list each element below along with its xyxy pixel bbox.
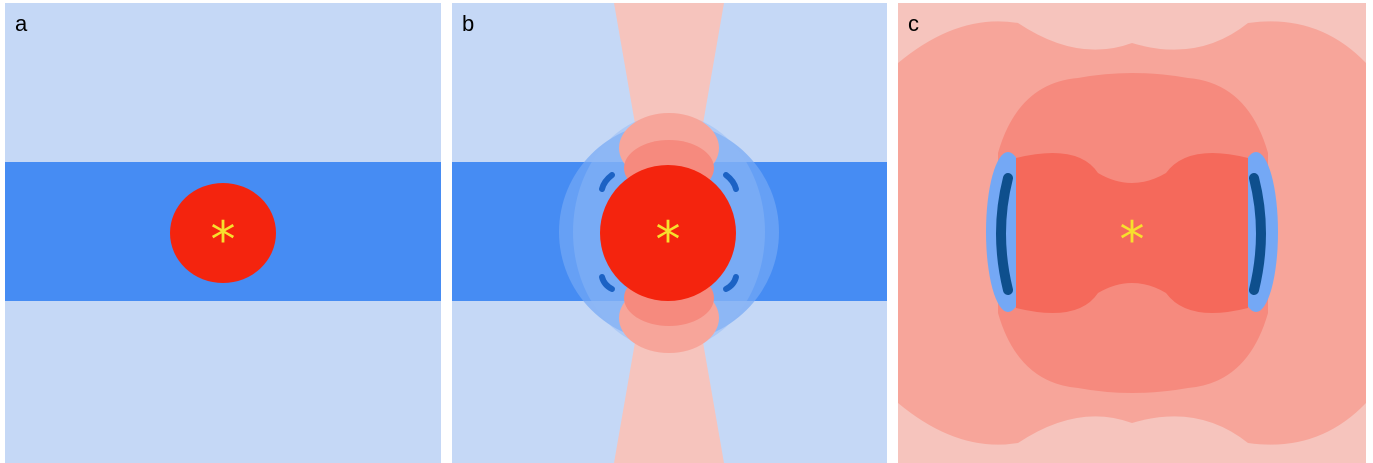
source-star-marker: * [656,211,681,269]
contour-inner [1016,153,1248,313]
left-dark-arc [996,173,1013,295]
arc-upper-right [723,172,739,192]
panel-label-c: c [908,11,919,36]
panel-b-graphic: * [452,3,887,463]
panel-label-a: a [15,11,28,36]
panel-b: * b [452,3,887,463]
source-region [600,165,736,301]
right-dark-arc [1249,173,1266,295]
arc-upper-left [599,172,615,192]
source-region [170,183,276,283]
panel-c-graphic: * [898,3,1366,463]
panel-a: * a [5,3,441,463]
source-star-marker: * [211,211,236,269]
panel-a-graphic: * [5,3,441,463]
arc-lower-left [599,274,615,292]
panel-c: * c [898,3,1366,463]
panel-label-b: b [462,11,475,36]
arc-lower-right [723,274,739,292]
source-star-marker: * [1120,211,1145,269]
